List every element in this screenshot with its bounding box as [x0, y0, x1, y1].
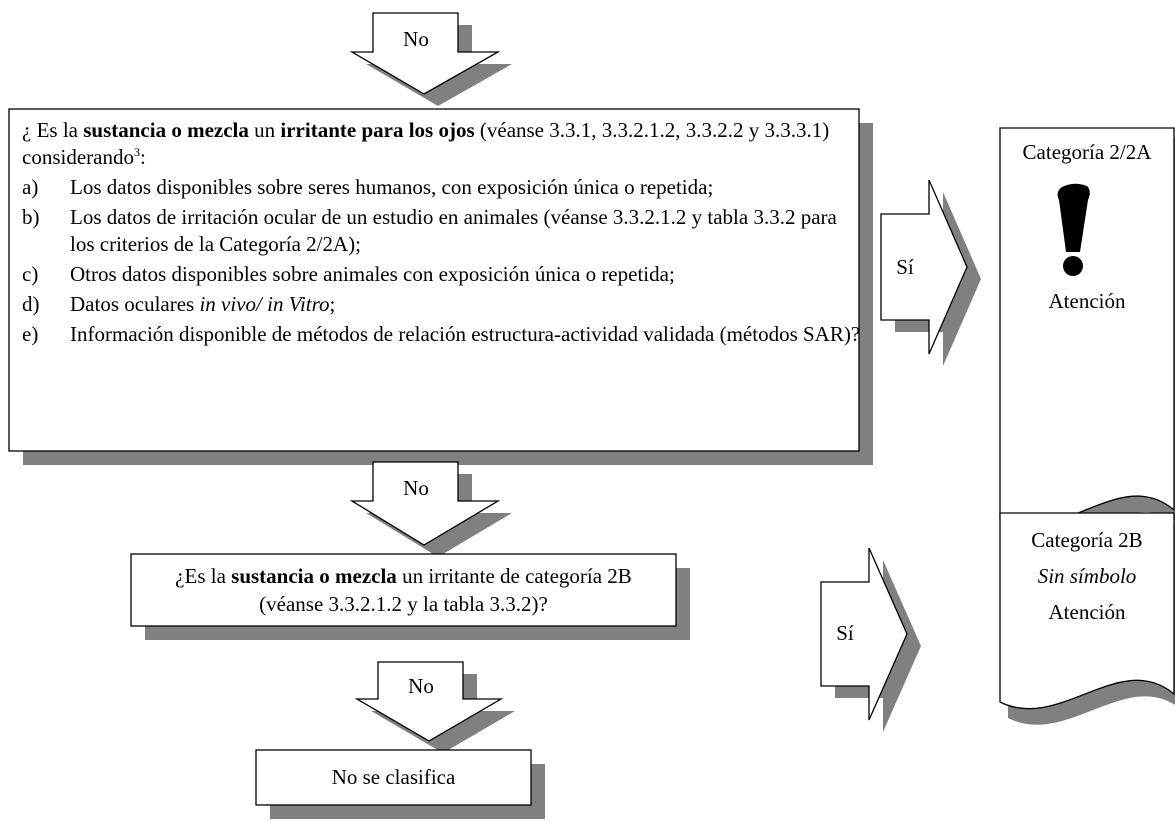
second-question-line2: (véanse 3.3.2.1.2 y la tabla 3.3.2)?: [259, 592, 548, 616]
si-arrow-top: [880, 179, 981, 366]
no-arrow-bottom: [354, 661, 515, 753]
category-2b-title: Categoría 2B: [1031, 528, 1143, 552]
category-2a-signal: Atención: [1048, 289, 1126, 313]
criteria-item-a: a)Los datos disponibles sobre seres huma…: [22, 175, 714, 199]
category-2a-card: [999, 127, 1175, 542]
si-label-top: Sí: [896, 255, 914, 279]
criteria-item-c: c)Otros datos disponibles sobre animales…: [22, 262, 675, 286]
main-question-box: [8, 108, 860, 452]
category-2b-card: [999, 512, 1175, 725]
no-arrow-top: [349, 12, 512, 106]
criteria-item-e: e)Información disponible de métodos de r…: [22, 322, 861, 346]
exclamation-icon: [1057, 183, 1090, 276]
second-question-line1: ¿Es la sustancia o mezcla un irritante d…: [175, 564, 632, 588]
no-class-box: [255, 749, 532, 806]
no-label-bottom: No: [408, 674, 434, 698]
main-question-text: ¿ Es la sustancia o mezcla un irritante …: [22, 117, 862, 348]
main-question-heading: ¿ Es la sustancia o mezcla un irritante …: [22, 118, 830, 169]
criteria-item-d: d)Datos oculares in vivo/ in Vitro;: [22, 292, 336, 316]
second-question-box: [130, 553, 677, 627]
category-2b-signal: Atención: [1048, 600, 1126, 624]
no-label-middle: No: [403, 476, 429, 500]
criteria-list: a)Los datos disponibles sobre seres huma…: [22, 174, 862, 348]
category-2a-title: Categoría 2/2A: [1022, 140, 1152, 164]
category-2b-symbol-text: Sin símbolo: [1037, 564, 1137, 588]
no-arrow-middle: [349, 461, 512, 557]
no-label-top: No: [403, 27, 429, 51]
criteria-item-b: b)Los datos de irritación ocular de un e…: [22, 205, 837, 256]
si-arrow-bottom: [820, 547, 921, 732]
si-label-bottom: Sí: [836, 621, 854, 645]
no-class-label: No se clasifica: [331, 765, 456, 789]
